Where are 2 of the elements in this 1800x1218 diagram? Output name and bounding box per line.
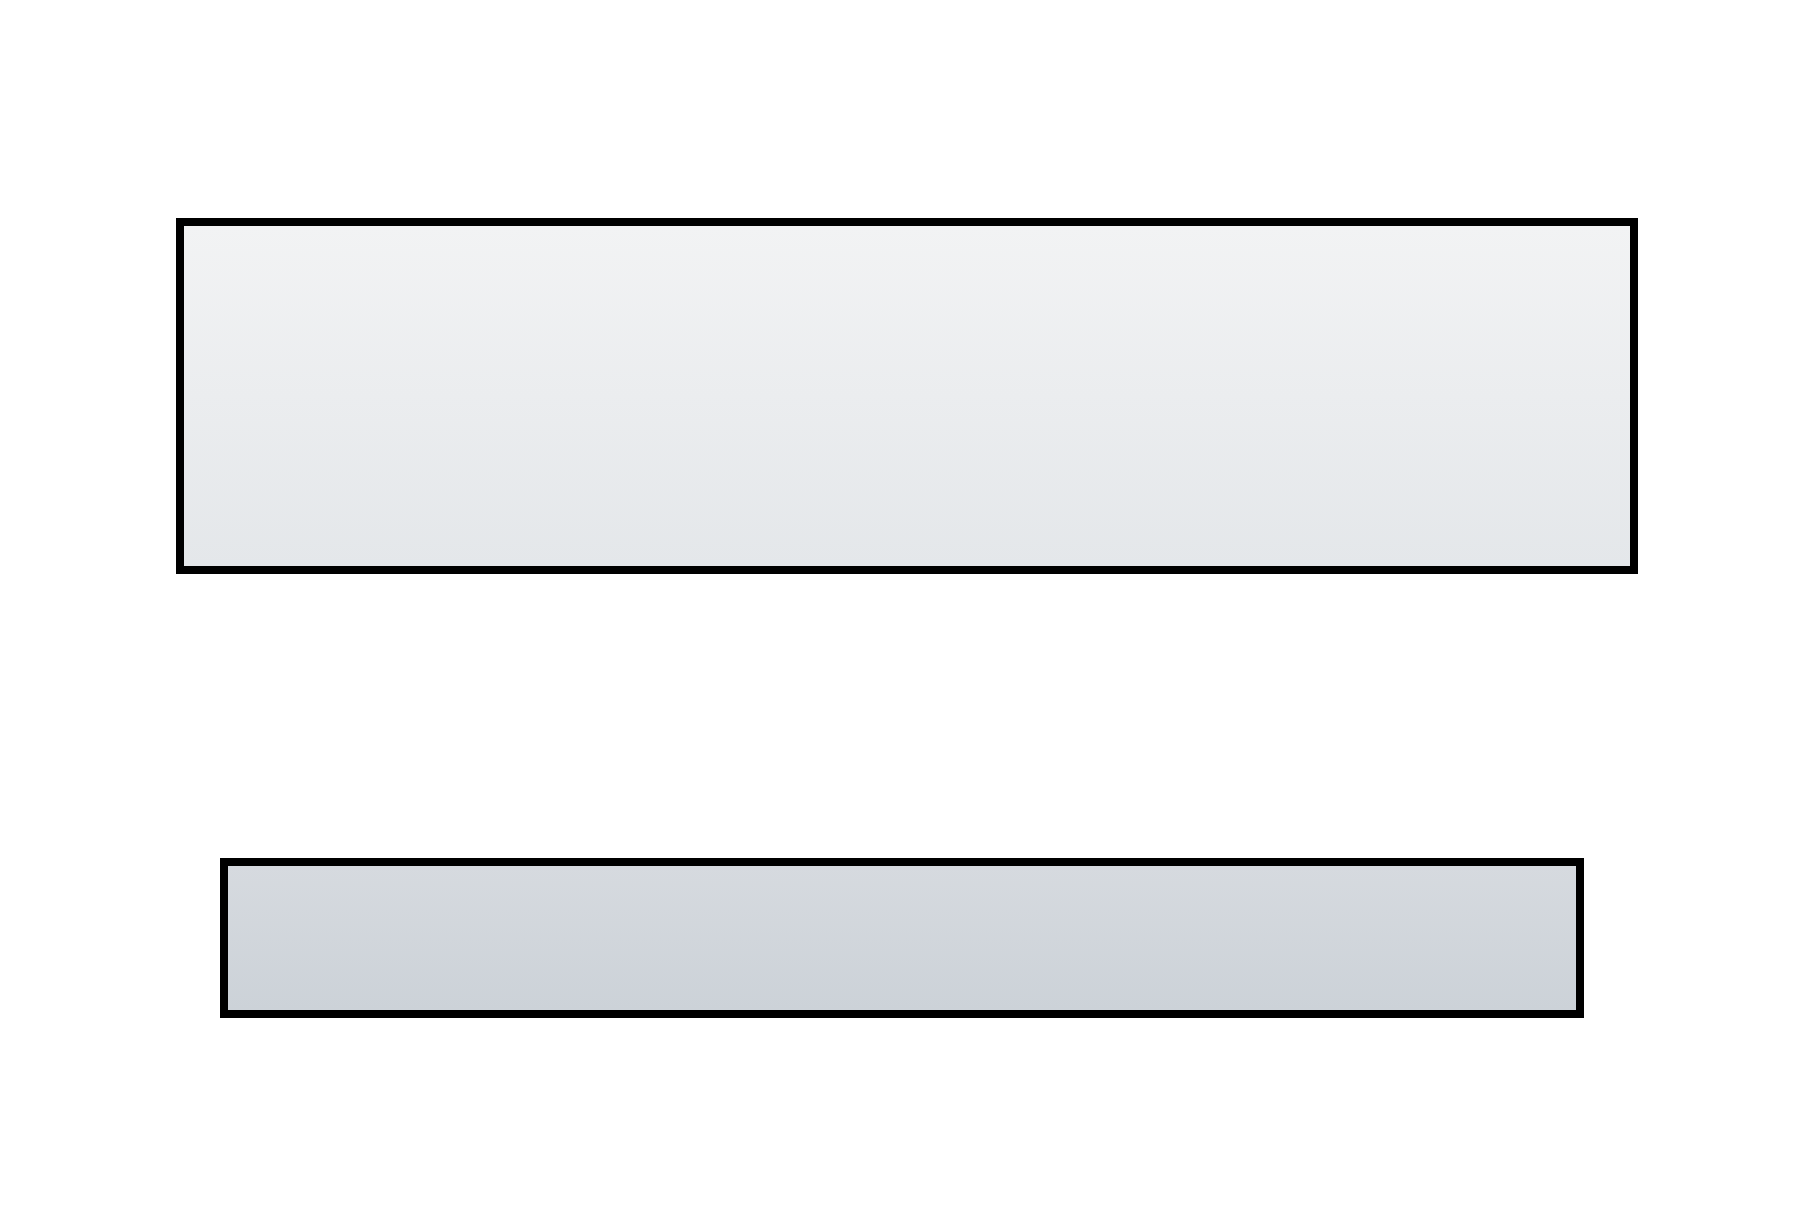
panel-box bbox=[220, 858, 1584, 1018]
panel-box bbox=[176, 218, 1638, 574]
